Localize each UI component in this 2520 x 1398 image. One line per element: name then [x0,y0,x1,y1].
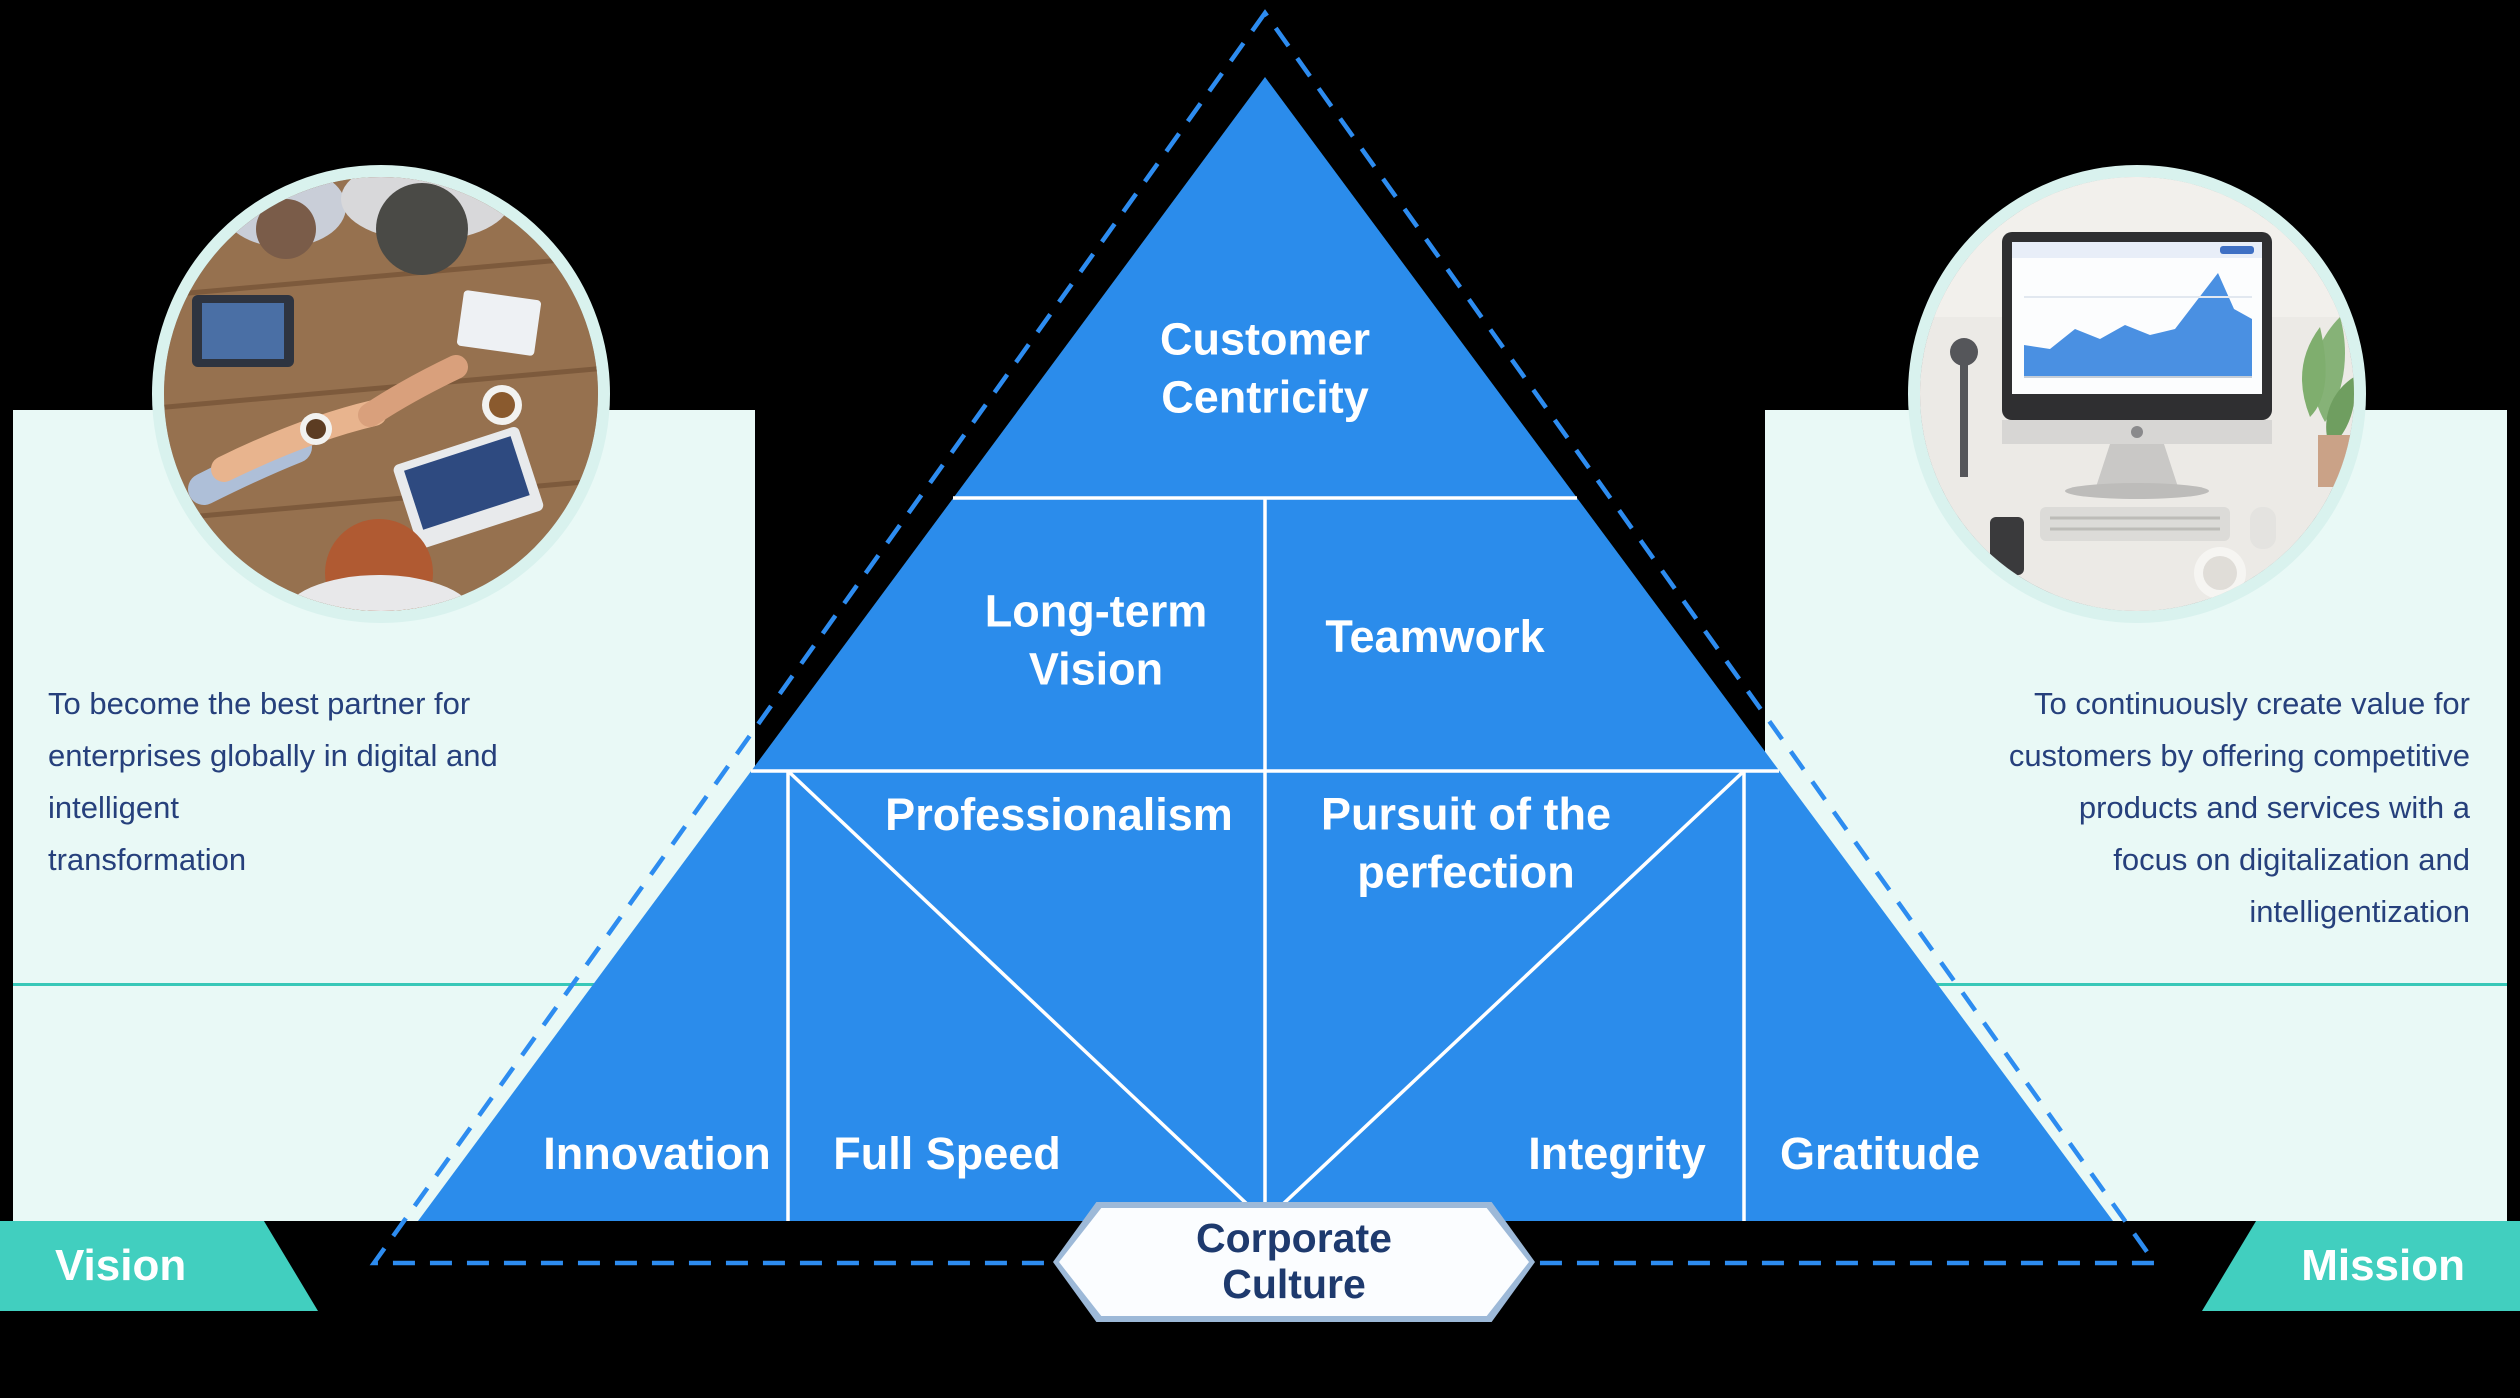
mission-ribbon-label: Mission [2301,1241,2465,1290]
mission-text-line: intelligentization [2249,894,2470,929]
value-professionalism: Professionalism [885,789,1233,841]
corporate-culture-badge: Corporate Culture [1053,1202,1535,1322]
value-innovation: Innovation [543,1128,771,1180]
mission-text-line: products and services with a [2078,790,2470,825]
mission-ribbon: Mission [2202,1221,2520,1311]
monitor-analytics-illustration [1920,177,2354,611]
vision-ribbon-label: Vision [55,1241,187,1290]
value-customer-centricity: Customer Centricity [1159,313,1371,422]
vision-text-line: intelligent [48,790,179,825]
value-integrity: Integrity [1528,1128,1706,1180]
team-meeting-illustration [164,177,598,611]
mission-divider-line [1765,983,2507,986]
mission-text-line: customers by offering competitive [2008,738,2470,773]
pyramid-divider-lines [751,496,1779,1223]
value-gratitude: Gratitude [1779,1128,1981,1180]
value-pursuit-of-perfection: Pursuit of the perfection [1321,788,1611,897]
mission-text-line: focus on digitalization and [2113,842,2470,877]
vision-ribbon: Vision [0,1221,318,1311]
mission-text-line: To continuously create value for [2034,686,2470,721]
value-full-speed: Full Speed [833,1128,1061,1180]
vision-text-line: enterprises globally in digital and [48,738,498,773]
value-long-term-vision: Long-term Vision [984,585,1208,694]
mission-text: To continuously create value for custome… [1810,678,2470,938]
value-teamwork: Teamwork [1325,611,1545,663]
vision-divider-line [13,983,755,986]
corporate-culture-label: Corporate Culture [1196,1215,1392,1307]
corporate-culture-badge-face: Corporate Culture [1059,1208,1529,1316]
vision-text-line: To become the best partner for [48,686,471,721]
vision-text-line: transformation [48,842,247,877]
vision-text: To become the best partner for enterpris… [48,678,708,886]
